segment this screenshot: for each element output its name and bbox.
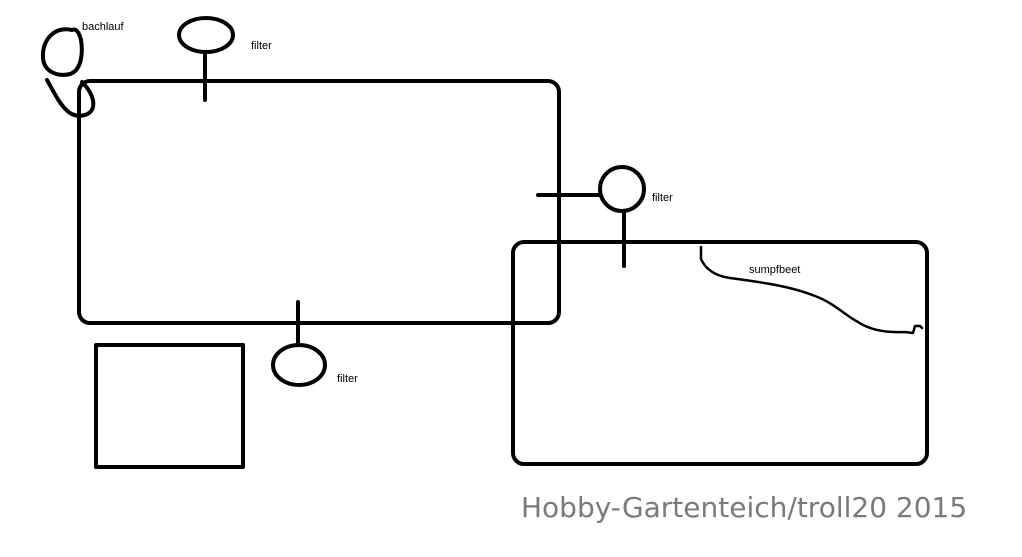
bachlauf-upper-loop (40, 27, 84, 77)
bachlauf-lower-loop (45, 78, 96, 118)
small-square (94, 343, 245, 469)
second-pond-outline (511, 240, 929, 466)
sumpfbeet-label: sumpfbeet (749, 264, 800, 276)
top-filter-label: filter (251, 40, 272, 52)
bachlauf-label: bachlauf (82, 21, 125, 33)
right-filter-label: filter (652, 192, 673, 204)
right-filter-shape (598, 165, 646, 213)
main-pond-outline (77, 79, 561, 325)
bottom-filter-label: filter (337, 373, 358, 385)
watermark-text: Hobby-Gartenteich/troll20 2015 (521, 491, 968, 524)
top-filter-shape (177, 16, 235, 54)
bottom-filter-shape (271, 343, 327, 387)
sumpfbeet-boundary (699, 245, 924, 335)
